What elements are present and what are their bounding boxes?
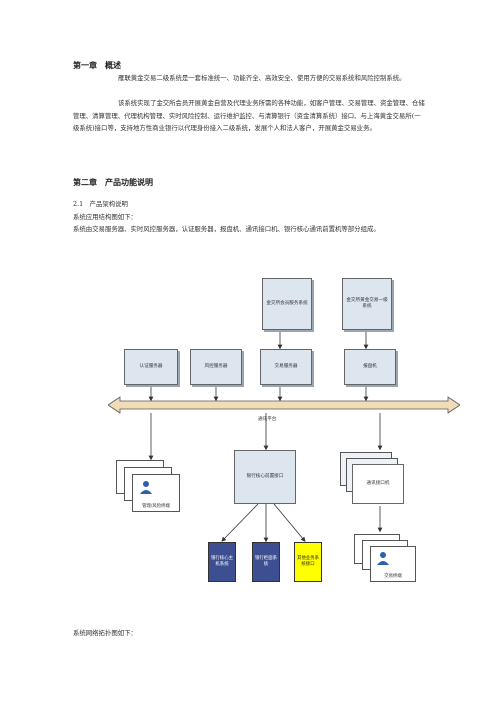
structure-desc: 系统由交易服务器、实时风控服务器，认证服务器，报盘机、通讯接口机、银行核心通讯前… [73, 225, 380, 233]
primary-trading-system-box: 金交所黄金交易一级系统 [342, 278, 392, 330]
bank-counter-system-box: 银行柜面系统 [252, 542, 280, 582]
trading-terminal-label: 交易终端 [384, 574, 402, 579]
trading-terminal-card: 交易终端 [370, 546, 416, 582]
bus-label: 通讯平台 [258, 417, 277, 422]
chapter1-para1: 雁联黄金交易二级系统是一套标准统一、功能齐全、高效安全、使用方便的交易系统和风险… [118, 74, 406, 82]
member-service-system-box: 金交所会员服务系统 [262, 278, 312, 330]
structure-intro: 系统应用结构图如下： [73, 213, 137, 221]
chapter2-title: 第二章 产品功能说明 [73, 178, 153, 187]
other-business-system-box: 其他业务系统接口 [294, 542, 322, 582]
bank-core-host-box: 银行核心主机系统 [208, 542, 236, 582]
management-terminal-card: 管理/风险终端 [132, 474, 180, 512]
system-architecture-diagram: 金交所会员服务系统 金交所黄金交易一级系统 认证服务器 风控服务器 交易服务器 … [108, 268, 460, 590]
network-topology-intro: 系统网络拓扑图如下： [73, 629, 137, 637]
section-2-1: 2.1 产品架构说明 [73, 200, 128, 208]
diagram-connectors [108, 330, 460, 543]
user-icon [377, 552, 389, 565]
chapter1-title: 第一章 概述 [73, 61, 121, 70]
bank-core-front-box: 银行核心前置接口 [234, 450, 296, 504]
auth-server-box: 认证服务器 [124, 349, 178, 385]
bus-arrow [108, 396, 460, 414]
user-icon [140, 481, 152, 494]
order-submit-machine-box: 报盘机 [344, 349, 396, 385]
management-terminal-label: 管理/风险终端 [142, 504, 170, 509]
comm-interface-box: 通讯接口机 [352, 464, 404, 504]
trading-server-box: 交易服务器 [260, 349, 312, 385]
chapter1-para2: 该系统实现了金交所会员开展黄金自营及代理业务所需的各种功能，如客户管理、交易管理… [73, 99, 425, 132]
risk-server-box: 风控服务器 [190, 349, 242, 385]
